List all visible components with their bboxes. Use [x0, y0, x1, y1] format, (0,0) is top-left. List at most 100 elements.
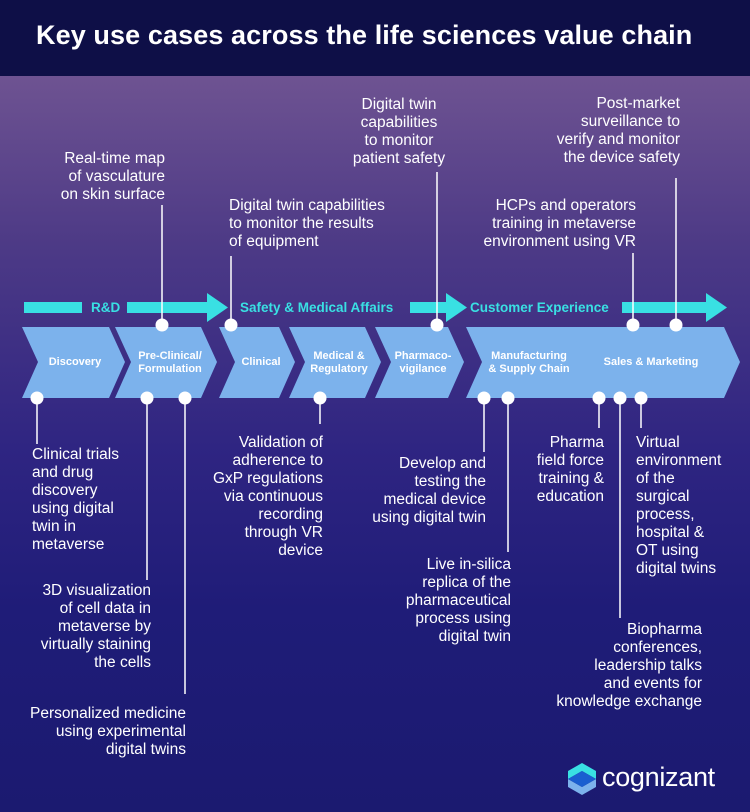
stage-sales-label: Sales & Marketing — [603, 356, 699, 368]
usecase-gxp-line1: Validation of — [238, 434, 323, 451]
usecase-3d-visualization-line2: of cell data in — [59, 600, 151, 617]
usecase-develop-testing-line4: using digital twin — [372, 509, 486, 526]
band-rd-line-2 — [127, 302, 207, 313]
usecase-virtual-env-line8: digital twins — [636, 560, 717, 577]
usecase-realtime-map-line1: Real-time map — [64, 150, 165, 167]
band-rd-arrowhead — [207, 293, 228, 322]
dot-gxp — [313, 391, 327, 405]
cognizant-logo-icon — [568, 763, 596, 795]
usecase-dt-patient-line4: patient safety — [352, 150, 446, 167]
usecase-3d-visualization-line1: 3D visualization — [42, 582, 151, 599]
usecase-in-silica-line2: replica of the — [422, 574, 511, 591]
usecase-virtual-env-line4: surgical — [636, 488, 690, 505]
dot-biopharma — [613, 391, 627, 405]
chevron-discovery — [22, 327, 125, 398]
chevron-manufacturing — [466, 327, 588, 398]
usecase-field-force-line2: field force — [536, 452, 604, 469]
dot-personalized — [178, 391, 192, 405]
band-safety-line — [410, 302, 446, 313]
stage-pharmaco-line1: Pharmaco- — [394, 349, 452, 362]
usecase-post-market-line4: the device safety — [563, 149, 680, 166]
usecase-virtual-env-line1: Virtual — [636, 434, 680, 451]
stage-discovery-label: Discovery — [48, 356, 102, 368]
chevron-preclinical — [115, 327, 217, 398]
usecase-post-market-line2: surveillance to — [580, 113, 680, 130]
chevron-pharmaco — [375, 327, 464, 398]
stage-clinical: Clinical — [232, 327, 290, 398]
cognizant-logo-text: cognizant — [602, 762, 715, 792]
band-label-customer: Customer Experience — [470, 300, 609, 315]
band-rd-line — [24, 302, 82, 313]
chevron-medical — [289, 327, 381, 398]
usecase-biopharma: Biopharma conferences, leadership talks … — [522, 621, 702, 711]
dot-field-force — [592, 391, 606, 405]
chevron-sales — [570, 327, 740, 398]
usecase-dt-patient-line1: Digital twin — [361, 96, 437, 113]
usecase-post-market: Post-market surveillance to verify and m… — [520, 95, 680, 167]
header-bar: Key use cases across the life sciences v… — [0, 0, 750, 76]
usecase-develop-testing-line1: Develop and — [398, 455, 486, 472]
dot-dt-results — [224, 318, 238, 332]
usecase-in-silica-line1: Live in-silica — [426, 556, 511, 573]
usecase-clinical-trials-line5: twin in — [32, 518, 76, 535]
usecase-realtime-map-line2: of vasculature — [68, 168, 166, 185]
usecase-dt-results-line3: of equipment — [229, 233, 319, 250]
usecase-virtual-env: Virtual environment of the surgical proc… — [636, 434, 748, 578]
stage-medical: Medical &Regulatory — [300, 327, 378, 398]
usecase-develop-testing-line2: testing the — [414, 473, 486, 490]
chevron-clinical — [219, 327, 295, 398]
usecase-3d-visualization: 3D visualization of cell data in metaver… — [10, 582, 151, 672]
dot-virtual-env — [634, 391, 648, 405]
stage-discovery: Discovery — [38, 327, 112, 398]
usecase-hcp-training-line1: HCPs and operators — [495, 197, 636, 214]
usecase-gxp-line3: GxP regulations — [213, 470, 323, 487]
band-customer-arrowhead — [706, 293, 727, 322]
usecase-clinical-trials-line6: metaverse — [32, 536, 105, 553]
usecase-realtime-map: Real-time map of vasculature on skin sur… — [30, 150, 165, 204]
usecase-clinical-trials-line3: discovery — [32, 482, 98, 499]
usecase-hcp-training: HCPs and operators training in metaverse… — [468, 197, 637, 251]
stage-medical-line2: Regulatory — [310, 362, 368, 375]
stage-manufacturing-line2: & Supply Chain — [488, 362, 570, 375]
usecase-3d-visualization-line4: virtually staining — [40, 636, 151, 653]
usecase-gxp-line6: through VR — [244, 524, 323, 541]
dot-dt-patient — [430, 318, 444, 332]
dot-clinical-trials — [30, 391, 44, 405]
usecase-in-silica: Live in-silica replica of the pharmaceut… — [372, 556, 511, 646]
band-safety-arrowhead — [446, 293, 467, 322]
usecase-personalized-line3: digital twins — [105, 741, 186, 758]
usecase-3d-visualization-line5: the cells — [94, 654, 151, 671]
usecase-realtime-map-line3: on skin surface — [60, 186, 165, 203]
usecase-dt-patient-line3: to monitor — [364, 132, 434, 149]
dot-in-silica — [501, 391, 515, 405]
usecase-field-force-line4: education — [536, 488, 604, 505]
usecase-field-force-line3: training & — [538, 470, 604, 487]
band-label-rd: R&D — [91, 300, 121, 315]
usecase-gxp-line4: via continuous — [223, 488, 323, 505]
stage-sales: Sales & Marketing — [588, 327, 714, 398]
usecase-personalized: Personalized medicine using experimental… — [10, 705, 186, 759]
stage-preclinical-line2: Formulation — [138, 362, 202, 375]
usecase-gxp-line7: device — [278, 542, 323, 559]
usecase-clinical-trials: Clinical trials and drug discovery using… — [32, 446, 152, 554]
usecase-biopharma-line4: and events for — [603, 675, 702, 692]
usecase-dt-results: Digital twin capabilities to monitor the… — [229, 197, 424, 251]
dot-develop-testing — [477, 391, 491, 405]
usecase-personalized-line2: using experimental — [55, 723, 186, 740]
usecase-biopharma-line3: leadership talks — [594, 657, 702, 674]
page-title: Key use cases across the life sciences v… — [36, 20, 693, 50]
stage-pharmaco: Pharmaco-vigilance — [386, 327, 460, 398]
usecase-clinical-trials-line2: and drug — [32, 464, 94, 481]
band-customer-line — [622, 302, 706, 313]
usecase-develop-testing: Develop and testing the medical device u… — [345, 455, 486, 527]
stage-clinical-label: Clinical — [241, 356, 281, 368]
usecase-gxp: Validation of adherence to GxP regulatio… — [200, 434, 323, 560]
usecase-in-silica-line5: digital twin — [438, 628, 511, 645]
stage-pharmaco-line2: vigilance — [399, 362, 447, 375]
usecase-hcp-training-line3: environment using VR — [483, 233, 637, 250]
stage-preclinical-line1: Pre-Clinical/ — [138, 349, 202, 362]
usecase-virtual-env-line2: environment — [636, 452, 722, 469]
usecase-biopharma-line1: Biopharma — [627, 621, 702, 638]
dot-hcp-training — [626, 318, 640, 332]
usecase-post-market-line1: Post-market — [596, 95, 680, 112]
